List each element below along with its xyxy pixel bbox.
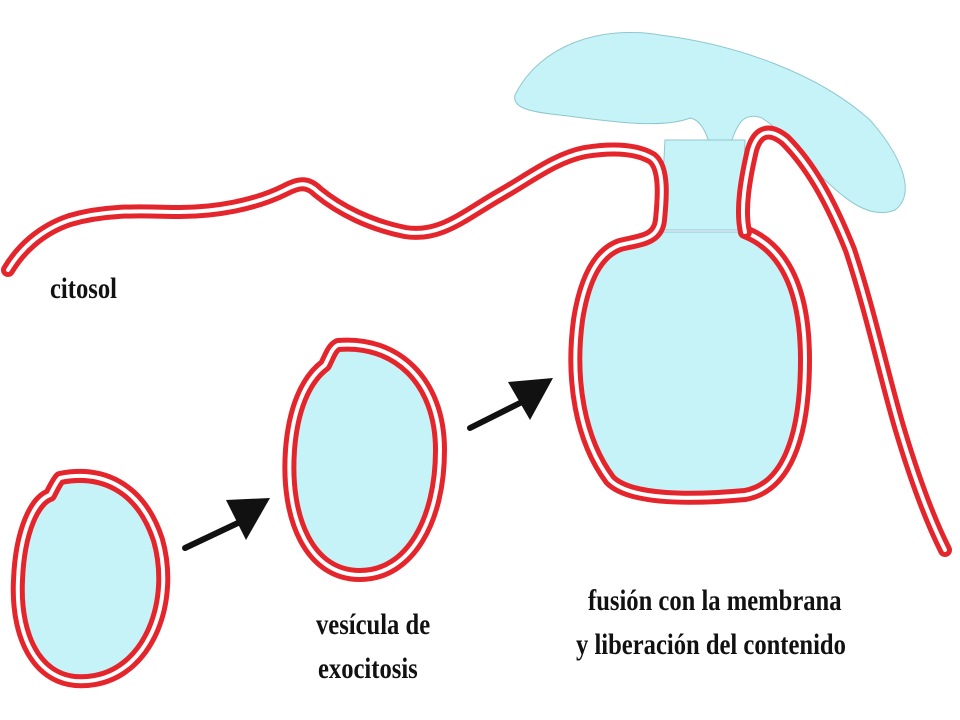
cytosol-label: citosol <box>50 272 117 305</box>
fusion-label-line2: y liberación del contenido <box>576 628 846 661</box>
arrow-right-up-icon <box>182 498 270 551</box>
vesicle-label-line2: exocitosis <box>318 652 418 685</box>
fused-vesicle-content <box>574 231 806 499</box>
vesicle-2 <box>282 337 447 582</box>
plasma-membrane-left <box>1 142 812 505</box>
fusion-neck-content <box>659 139 746 231</box>
arrow-right-up-icon <box>467 378 553 431</box>
vesicle-1 <box>10 469 171 689</box>
vesicle-label-line1: vesícula de <box>316 608 431 641</box>
plasma-membrane-right <box>735 125 952 557</box>
fusion-label-line1: fusión con la membrana <box>588 584 842 617</box>
